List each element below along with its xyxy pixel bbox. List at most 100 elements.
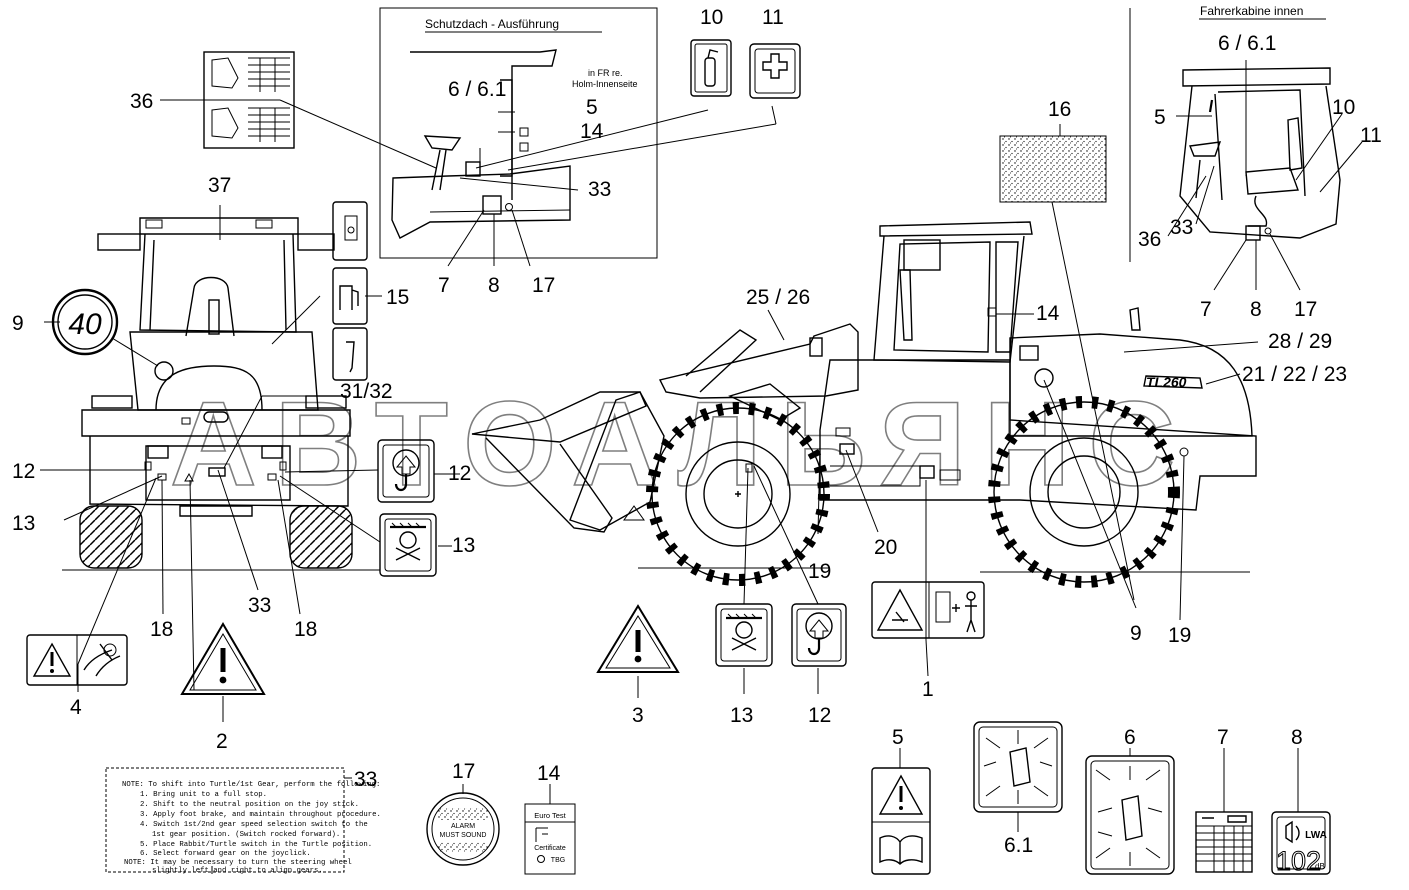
note-line-0: NOTE: To shift into Turtle/1st Gear, per… xyxy=(122,781,380,789)
callout-14: 14 xyxy=(580,120,604,143)
alarm-line-0: ALARM xyxy=(451,823,475,830)
note-line-8: NOTE: It may be necessary to turn the st… xyxy=(124,859,352,867)
leader-lines xyxy=(40,60,1363,874)
callout-31-32: 31/32 xyxy=(340,380,393,403)
callout-9-side: 9 xyxy=(1130,622,1142,645)
canopy-note-1: in FR re. xyxy=(588,68,623,78)
speed-sign-text: 40 xyxy=(68,308,102,341)
callout-6-decal: 6 xyxy=(1124,726,1136,749)
canopy-inset: Schutzdach - Ausführung in FR re. Holm-I… xyxy=(379,7,658,259)
callout-12-left: 12 xyxy=(12,460,35,483)
callout-36: 36 xyxy=(130,90,153,113)
noise-symbol: LWA xyxy=(1305,830,1327,841)
callout-19-rear: 19 xyxy=(1168,624,1191,647)
callout-4: 4 xyxy=(70,696,82,719)
note-line-3: 3. Apply foot brake, and maintain throug… xyxy=(140,811,381,819)
callout-14-side: 14 xyxy=(1036,302,1060,325)
callout-15: 15 xyxy=(386,286,409,309)
callout-7-decal: 7 xyxy=(1217,726,1229,749)
decal-14-certificate: Euro Test Certificate TBG xyxy=(524,803,576,875)
decal-2-warning xyxy=(180,622,266,695)
callout-8-decal: 8 xyxy=(1291,726,1303,749)
callout-11-cab: 11 xyxy=(1360,124,1382,147)
decal-8-noise: LWA 102 dB xyxy=(1271,811,1331,877)
rear-view-machine xyxy=(62,217,380,571)
cert-bottom: TBG xyxy=(551,857,565,864)
callout-33-note: 33 xyxy=(354,768,377,791)
decal-13-bottom xyxy=(715,603,773,667)
callout-20: 20 xyxy=(874,536,897,559)
callout-5-cab: 5 xyxy=(1154,106,1166,129)
callout-33-cab: 33 xyxy=(1170,216,1193,239)
decal-6-1 xyxy=(973,721,1063,813)
callout-5-decal: 5 xyxy=(892,726,904,749)
callout-numbers: 10 11 6 / 6.1 5 14 33 7 8 17 36 37 15 9 … xyxy=(12,6,1382,857)
note-line-7: 6. Select forward gear on the joyclick. xyxy=(140,850,311,858)
machine-badge: TL260 xyxy=(1146,374,1187,390)
callout-3: 3 xyxy=(632,704,644,727)
callout-1: 1 xyxy=(922,678,934,701)
note-line-6: 5. Place Rabbit/Turtle switch in the Tur… xyxy=(140,841,372,849)
decal-33-note: NOTE: To shift into Turtle/1st Gear, per… xyxy=(105,767,381,875)
decal-9-speed-sign: 40 xyxy=(51,288,119,356)
note-line-5: 1st gear position. (Switch rocked forwar… xyxy=(152,831,340,839)
callout-13-bottom: 13 xyxy=(730,704,753,727)
decal-17-alarm: ALARM MUST SOUND xyxy=(426,792,500,866)
callout-11: 11 xyxy=(762,6,784,29)
callout-28-29: 28 / 29 xyxy=(1268,330,1332,353)
callout-12-right: 12 xyxy=(448,462,471,485)
cab-heading: Fahrerkabine innen xyxy=(1200,4,1303,18)
decal-12-bottom xyxy=(791,603,847,667)
note-line-2: 2. Shift to the neutral position on the … xyxy=(140,801,359,809)
alarm-line-1: MUST SOUND xyxy=(440,832,487,839)
decal-13-left xyxy=(379,513,437,577)
decal-4 xyxy=(26,634,128,686)
cert-top2: Certificate xyxy=(534,845,566,852)
callout-19-front: 19 xyxy=(808,560,831,583)
cert-top1: Euro Test xyxy=(534,811,566,820)
callout-2: 2 xyxy=(216,730,228,753)
noise-value: 102 xyxy=(1276,846,1321,876)
decal-12-left xyxy=(377,439,435,503)
callout-7: 7 xyxy=(438,274,450,297)
note-line-9: slightly left and right to align gears. xyxy=(152,867,323,875)
callout-9: 9 xyxy=(12,312,24,335)
callout-18-right: 18 xyxy=(294,618,317,641)
callout-17-cab: 17 xyxy=(1294,298,1317,321)
callout-18-left: 18 xyxy=(150,618,173,641)
callout-7-cab: 7 xyxy=(1200,298,1212,321)
side-view-loader: TL260 xyxy=(471,221,1257,588)
callout-10-cab: 10 xyxy=(1332,96,1355,119)
callout-37: 37 xyxy=(208,174,231,197)
callout-13-left: 13 xyxy=(12,512,35,535)
noise-unit: dB xyxy=(1315,862,1325,871)
note-line-4: 4. Switch 1st/2nd gear speed selection s… xyxy=(140,821,368,829)
callout-21-22-23: 21 / 22 / 23 xyxy=(1242,363,1347,386)
callout-14-decal: 14 xyxy=(537,762,561,785)
callout-13-right: 13 xyxy=(452,534,475,557)
cab-inset: Fahrerkabine innen xyxy=(1129,4,1341,262)
decal-7-table xyxy=(1195,811,1253,873)
callout-6-6-1-cab: 6 / 6.1 xyxy=(1218,32,1276,55)
callout-17-decal: 17 xyxy=(452,760,475,783)
callout-8-cab: 8 xyxy=(1250,298,1262,321)
decal-5 xyxy=(871,767,931,875)
callout-25-26: 25 / 26 xyxy=(746,286,810,309)
decal-10-extinguisher xyxy=(690,39,732,97)
canopy-heading: Schutzdach - Ausführung xyxy=(425,17,559,31)
decal-11-first-aid xyxy=(749,43,801,99)
decal-6 xyxy=(1085,755,1175,875)
callout-12-bottom: 12 xyxy=(808,704,831,727)
callout-16: 16 xyxy=(1048,98,1071,121)
callout-17: 17 xyxy=(532,274,555,297)
callout-36-cab: 36 xyxy=(1138,228,1161,251)
callout-33-rear: 33 xyxy=(248,594,271,617)
decal-15-stack xyxy=(332,201,368,381)
note-line-1: 1. Bring unit to a full stop. xyxy=(140,791,267,799)
callout-8: 8 xyxy=(488,274,500,297)
decal-3-warning xyxy=(596,604,680,673)
callout-33: 33 xyxy=(588,178,611,201)
watermark: АВТОАЛЬЯНС xyxy=(170,377,1193,511)
decal-1 xyxy=(871,581,985,639)
